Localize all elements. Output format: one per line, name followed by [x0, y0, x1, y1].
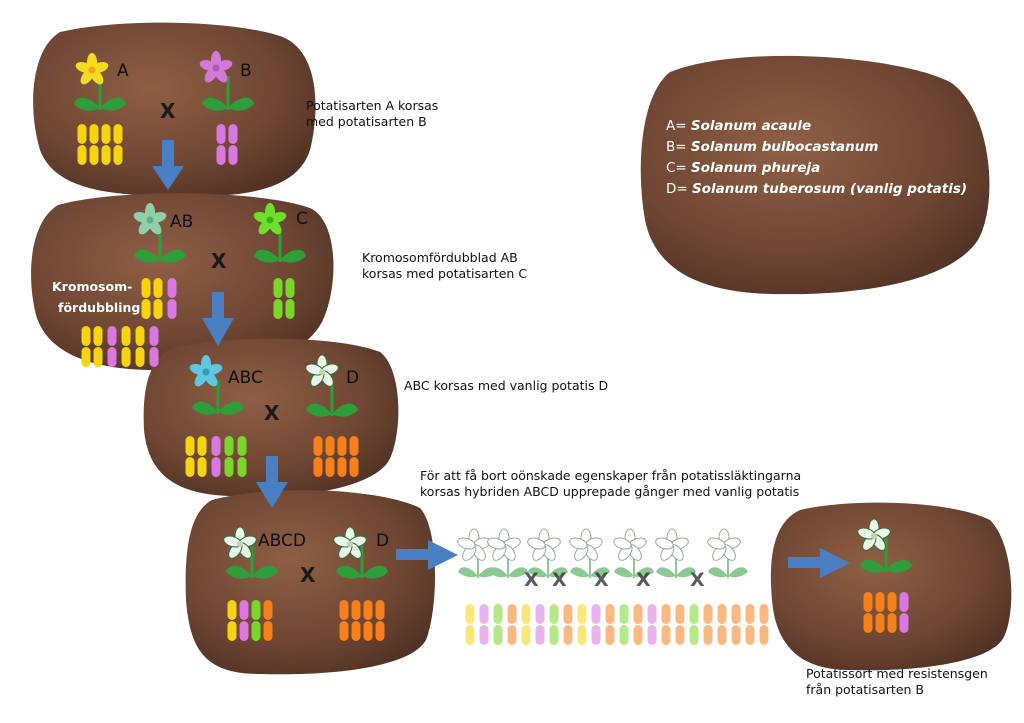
cross-mark-4: X: [300, 563, 316, 587]
plant-ABC: [188, 355, 244, 415]
plant-D-2: [331, 526, 388, 579]
plant-AB: [132, 203, 186, 263]
legend-row-B: B= Solanum bulbocastanum: [666, 139, 878, 155]
cross-mark-2: X: [211, 249, 227, 273]
caption-step-2-line-1: Kromosomfördubblad AB: [362, 250, 518, 265]
cross-mark-row-1: X: [524, 569, 539, 591]
caption-step-1-line-2: med potatisarten B: [306, 114, 427, 129]
arrow-right-1: [396, 540, 458, 570]
label-ABC: ABC: [228, 368, 263, 388]
arrow-down-3: [256, 456, 288, 508]
label-D-2: D: [376, 531, 389, 551]
legend-name-A: Solanum acaule: [691, 118, 811, 134]
legend-key-C: C=: [666, 160, 687, 176]
cross-mark-row-4: X: [636, 569, 651, 591]
arrow-right-2: [788, 548, 850, 578]
legend-key-D: D=: [666, 181, 688, 197]
plant-result: [855, 518, 912, 573]
label-B: B: [240, 61, 252, 81]
caption-step-2-line-2: korsas med potatisarten C: [362, 266, 528, 281]
legend-row-C: C= Solanum phureja: [666, 160, 820, 176]
caption-result-line-1: Potatissort med resistensgen: [806, 666, 988, 681]
plant-D-1: [303, 354, 358, 417]
caption-step-1-line-1: Potatisarten A korsas: [306, 98, 439, 113]
potato-legend: [640, 55, 990, 295]
arrow-down-2: [202, 292, 234, 346]
caption-step-3-line-1: ABC korsas med vanlig potatis D: [404, 378, 609, 393]
label-ABCD: ABCD: [258, 531, 306, 551]
legend-row-A: A= Solanum acaule: [666, 118, 811, 134]
label-C: C: [296, 209, 308, 229]
cross-mark-1: X: [160, 99, 176, 123]
caption-step-2: Kromosomfördubblad AB korsas med potatis…: [362, 250, 527, 282]
plant-B: [198, 51, 254, 111]
plant-ABCD: [221, 526, 278, 579]
caption-step-3: ABC korsas med vanlig potatis D: [404, 378, 608, 394]
doubling-label-line1: Kromosom-: [52, 279, 132, 294]
cross-mark-row-2: X: [552, 569, 567, 591]
caption-step-4-line-1: För att få bort oönskade egenskaper från…: [420, 468, 802, 483]
doubling-label-line2: fördubbling: [58, 300, 140, 315]
backcross-plants-row: [455, 528, 748, 578]
caption-step-4-line-2: korsas hybriden ABCD upprepade gånger me…: [420, 484, 800, 499]
cross-mark-row-3: X: [594, 569, 609, 591]
plant-C: [252, 203, 306, 263]
caption-result-line-2: från potatisarten B: [806, 682, 924, 697]
caption-step-1: Potatisarten A korsas med potatisarten B: [306, 98, 438, 130]
legend-key-B: B=: [666, 139, 687, 155]
legend-name-D: Solanum tuberosum (vanlig potatis): [692, 181, 967, 197]
cross-mark-row-5: X: [690, 569, 705, 591]
cross-mark-3: X: [264, 401, 280, 425]
caption-step-4: För att få bort oönskade egenskaper från…: [420, 468, 801, 500]
arrow-down-1: [152, 140, 184, 190]
label-D-1: D: [346, 368, 359, 388]
label-A: A: [117, 61, 129, 81]
legend-name-B: Solanum bulbocastanum: [691, 139, 879, 155]
legend-row-D: D= Solanum tuberosum (vanlig potatis): [666, 181, 967, 197]
legend-name-C: Solanum phureja: [691, 160, 820, 176]
potato-result: [770, 502, 1012, 671]
potato-2: [31, 193, 334, 371]
legend-key-A: A=: [666, 118, 687, 134]
chromosomes-backcross-row: [465, 604, 769, 645]
plant-A: [74, 53, 126, 111]
label-AB: AB: [170, 212, 193, 232]
caption-result: Potatissort med resistensgen från potati…: [806, 666, 988, 698]
species-legend: A= Solanum acaule B= Solanum bulbocastan…: [666, 118, 967, 197]
